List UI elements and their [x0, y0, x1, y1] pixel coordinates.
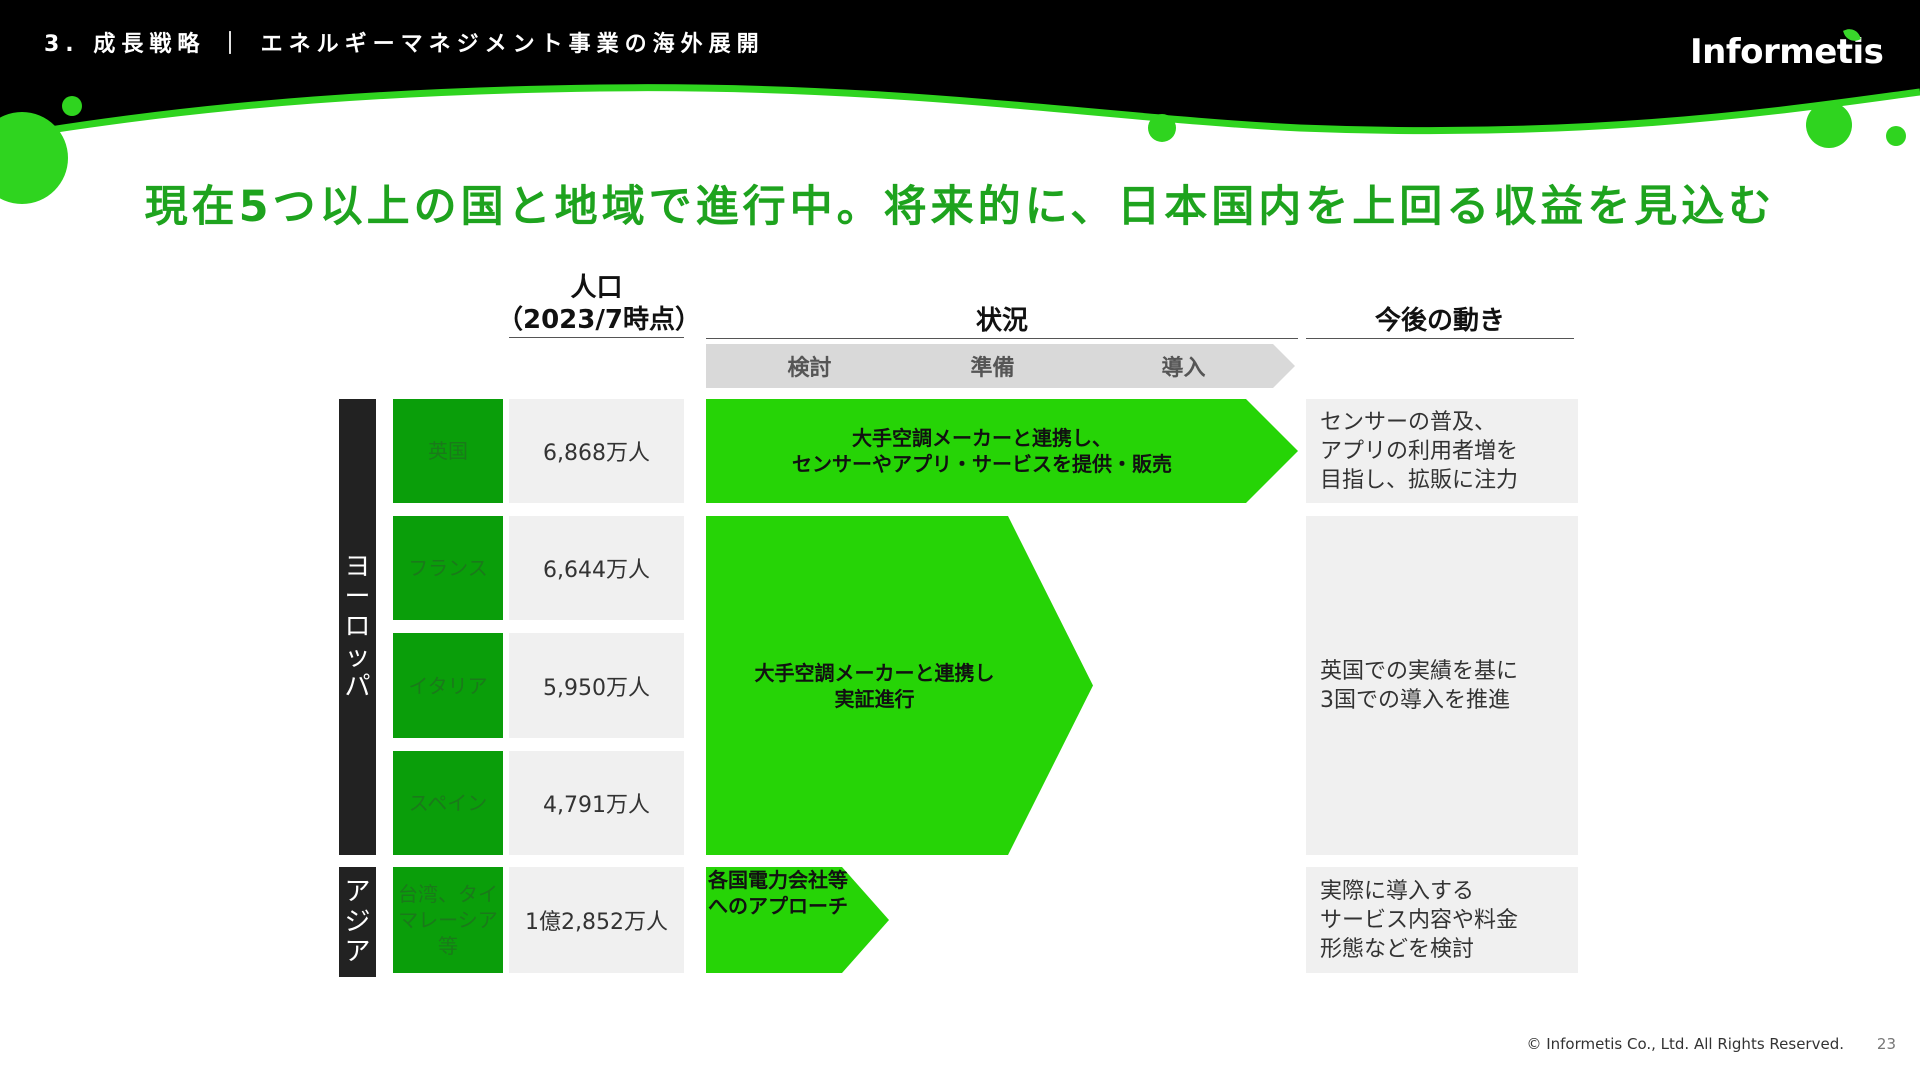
stage-prepare: 準備: [889, 344, 1096, 388]
status-header-underline: [706, 338, 1298, 339]
population-spain: 4,791万人: [509, 751, 684, 855]
population-asia: 1億2,852万人: [509, 867, 684, 973]
population-header-underline: [509, 337, 684, 338]
status-arrow-uk: 大手空調メーカーと連携し、 センサーやアプリ・サービスを提供・販売: [706, 399, 1298, 503]
status-header: 状況: [975, 306, 1028, 336]
country-spain: スペイン: [393, 751, 503, 855]
header-band: [0, 0, 1920, 204]
stage-introduce: 導入: [1072, 344, 1295, 388]
country-uk: 英国: [393, 399, 503, 503]
decor-bubble-left: [0, 112, 68, 204]
population-france: 6,644万人: [509, 516, 684, 620]
page-number: 23: [1876, 1035, 1896, 1053]
future-uk: センサーの普及、 アプリの利用者増を 目指し、拡販に注力: [1306, 399, 1578, 503]
country-france: フランス: [393, 516, 503, 620]
region-europe: ヨ ー ロ ッ パ: [339, 399, 376, 855]
population-italy: 5,950万人: [509, 633, 684, 738]
country-italy: イタリア: [393, 633, 503, 738]
future-asia: 実際に導入する サービス内容や料金 形態などを検討: [1306, 867, 1578, 973]
status-arrow-europe: 大手空調メーカーと連携し 実証進行: [706, 516, 1093, 855]
status-arrow-asia: 各国電力会社等 へのアプローチ: [706, 867, 889, 973]
population-header: 人口 （2023/7時点）: [497, 273, 701, 335]
future-header: 今後の動き: [1374, 306, 1505, 336]
stage-consider: 検討: [706, 344, 913, 388]
country-asia: 台湾、タイ マレーシア 等: [393, 867, 503, 973]
future-europe: 英国での実績を基に 3国での導入を推進: [1306, 516, 1578, 855]
population-uk: 6,868万人: [509, 399, 684, 503]
copyright: © Informetis Co., Ltd. All Rights Reserv…: [1526, 1035, 1844, 1053]
future-header-underline: [1306, 338, 1574, 339]
region-asia: ア ジ ア: [339, 867, 376, 977]
section-title: 3. 成長戦略 ｜ エネルギーマネジメント事業の海外展開: [44, 32, 765, 57]
page-headline: 現在5つ以上の国と地域で進行中。将来的に、日本国内を上回る収益を見込む: [144, 182, 1776, 232]
